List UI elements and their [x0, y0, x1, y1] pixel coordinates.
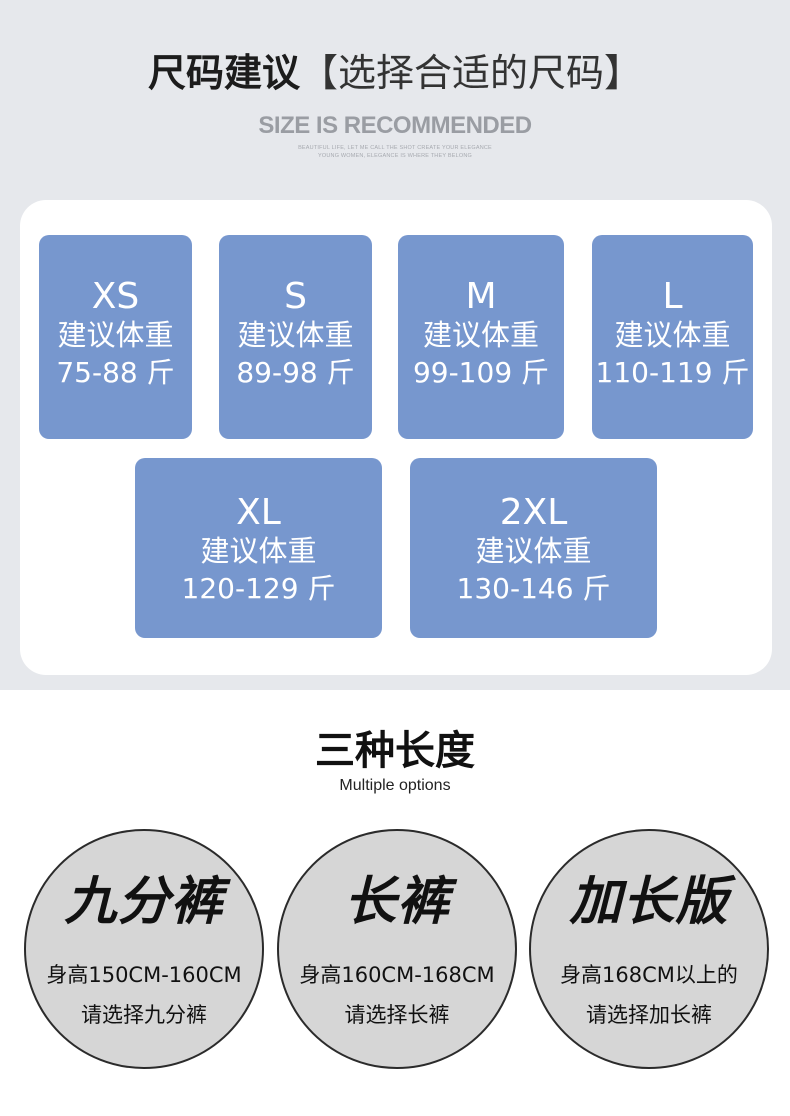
size-name: XS — [91, 276, 140, 317]
length-option-title: 九分裤 — [64, 872, 224, 932]
size-box-2xl: 2XL 建议体重 130-146 斤 — [410, 458, 657, 638]
size-name: L — [662, 276, 683, 317]
size-label: 建议体重 — [614, 318, 731, 352]
size-label: 建议体重 — [422, 318, 539, 352]
length-option-cropped: 九分裤 身高150CM-160CM 请选择九分裤 — [24, 829, 264, 1069]
length-option-advice: 请选择九分裤 — [81, 1003, 207, 1027]
size-weight-range: 130-146 斤 — [456, 572, 611, 605]
length-option-height: 身高150CM-160CM — [46, 963, 242, 987]
length-option-title: 加长版 — [569, 872, 729, 932]
length-option-advice: 请选择加长裤 — [586, 1003, 712, 1027]
size-card: XS 建议体重 75-88 斤 S 建议体重 89-98 斤 M 建议体重 99… — [20, 200, 772, 675]
size-weight-range: 89-98 斤 — [236, 356, 355, 389]
size-weight-range: 99-109 斤 — [412, 356, 550, 389]
size-label: 建议体重 — [237, 318, 354, 352]
size-recommendation-panel: 尺码建议【选择合适的尺码】 SIZE IS RECOMMENDED BEAUTI… — [0, 0, 790, 690]
page-title: 尺码建议【选择合适的尺码】 — [0, 42, 790, 97]
size-box-xs: XS 建议体重 75-88 斤 — [39, 235, 192, 439]
size-label: 建议体重 — [57, 318, 174, 352]
size-label: 建议体重 — [475, 534, 592, 568]
length-option-extra-long: 加长版 身高168CM以上的 请选择加长裤 — [529, 829, 769, 1069]
page-title-main: 尺码建议 — [147, 51, 300, 95]
size-weight-range: 120-129 斤 — [181, 572, 336, 605]
length-option-long: 长裤 身高160CM-168CM 请选择长裤 — [277, 829, 517, 1069]
length-option-title: 长裤 — [343, 872, 450, 932]
length-option-advice: 请选择长裤 — [344, 1003, 450, 1027]
size-name: 2XL — [499, 492, 568, 533]
size-name: XL — [236, 492, 281, 533]
size-name: M — [465, 276, 497, 317]
size-name: S — [284, 276, 307, 317]
tagline-line-1: BEAUTIFUL LIFE, LET ME CALL THE SHOT CRE… — [298, 145, 492, 151]
length-section-subtitle: Multiple options — [339, 777, 451, 794]
size-box-l: L 建议体重 110-119 斤 — [592, 235, 753, 439]
length-option-height: 身高160CM-168CM — [299, 963, 495, 987]
size-box-m: M 建议体重 99-109 斤 — [398, 235, 564, 439]
page-subtitle-en: SIZE IS RECOMMENDED — [258, 112, 532, 139]
page-title-bracket: 【选择合适的尺码】 — [300, 51, 643, 95]
length-section-title: 三种长度 — [315, 728, 475, 774]
size-label: 建议体重 — [200, 534, 317, 568]
size-weight-range: 75-88 斤 — [56, 356, 175, 389]
size-box-s: S 建议体重 89-98 斤 — [219, 235, 372, 439]
length-option-height: 身高168CM以上的 — [560, 963, 738, 987]
tagline-line-2: YOUNG WOMEN, ELEGANCE IS WHERE THEY BELO… — [318, 153, 472, 159]
size-box-xl: XL 建议体重 120-129 斤 — [135, 458, 382, 638]
size-weight-range: 110-119 斤 — [595, 356, 750, 389]
